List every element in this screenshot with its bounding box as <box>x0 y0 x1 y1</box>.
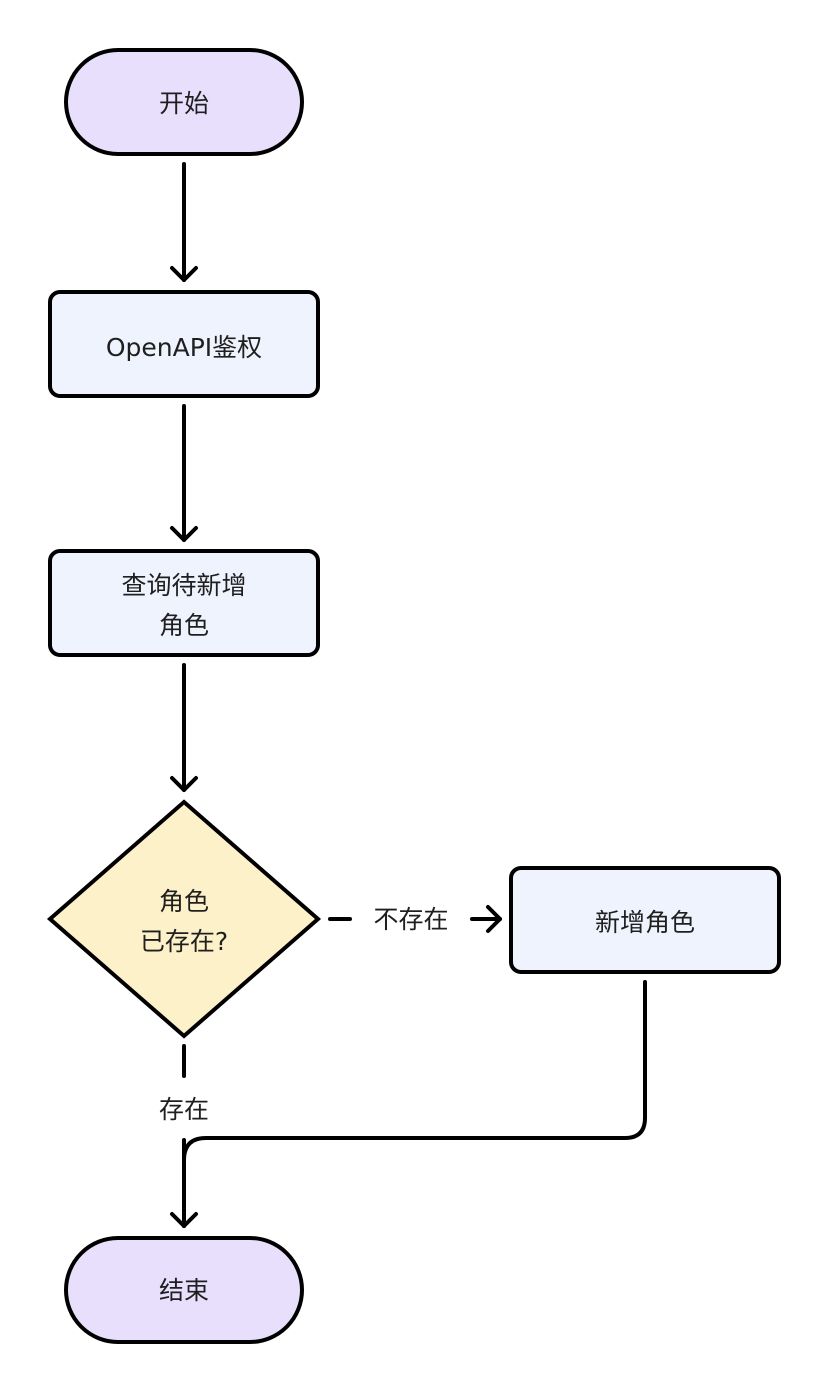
edge-label-exists: 存在 <box>159 1095 209 1124</box>
edge-decision-to-add-role: 不存在 <box>328 905 502 934</box>
edge-start-to-auth <box>170 162 198 282</box>
decision-label-line2: 已存在? <box>140 927 228 956</box>
auth-process-shape <box>48 290 320 398</box>
edge-query-to-decision <box>170 663 198 792</box>
end-label: 结束 <box>159 1276 209 1305</box>
add-role-node[interactable]: 新增角色 <box>509 866 781 974</box>
start-label: 开始 <box>159 89 209 118</box>
add-role-label: 新增角色 <box>595 908 695 937</box>
edge-add-role-to-end <box>182 980 647 1228</box>
end-node[interactable]: 结束 <box>64 1236 304 1344</box>
decision-node[interactable]: 角色 已存在? <box>46 799 322 1039</box>
start-node[interactable]: 开始 <box>64 48 304 156</box>
query-label-line1: 查询待新增 <box>121 571 246 600</box>
query-label-line2: 角色 <box>159 611 209 640</box>
edge-label-not-exists: 不存在 <box>373 905 448 934</box>
decision-label-line1: 角色 <box>159 887 209 916</box>
start-terminal-shape <box>64 48 304 156</box>
auth-node[interactable]: OpenAPI鉴权 <box>48 290 320 398</box>
query-process-shape <box>48 549 320 657</box>
decision-diamond-shape <box>46 799 322 1039</box>
edge-auth-to-query <box>170 404 198 542</box>
query-node[interactable]: 查询待新增 角色 <box>48 549 320 657</box>
add-role-process-shape <box>509 866 781 974</box>
end-terminal-shape <box>64 1236 304 1344</box>
auth-label: OpenAPI鉴权 <box>106 333 262 362</box>
